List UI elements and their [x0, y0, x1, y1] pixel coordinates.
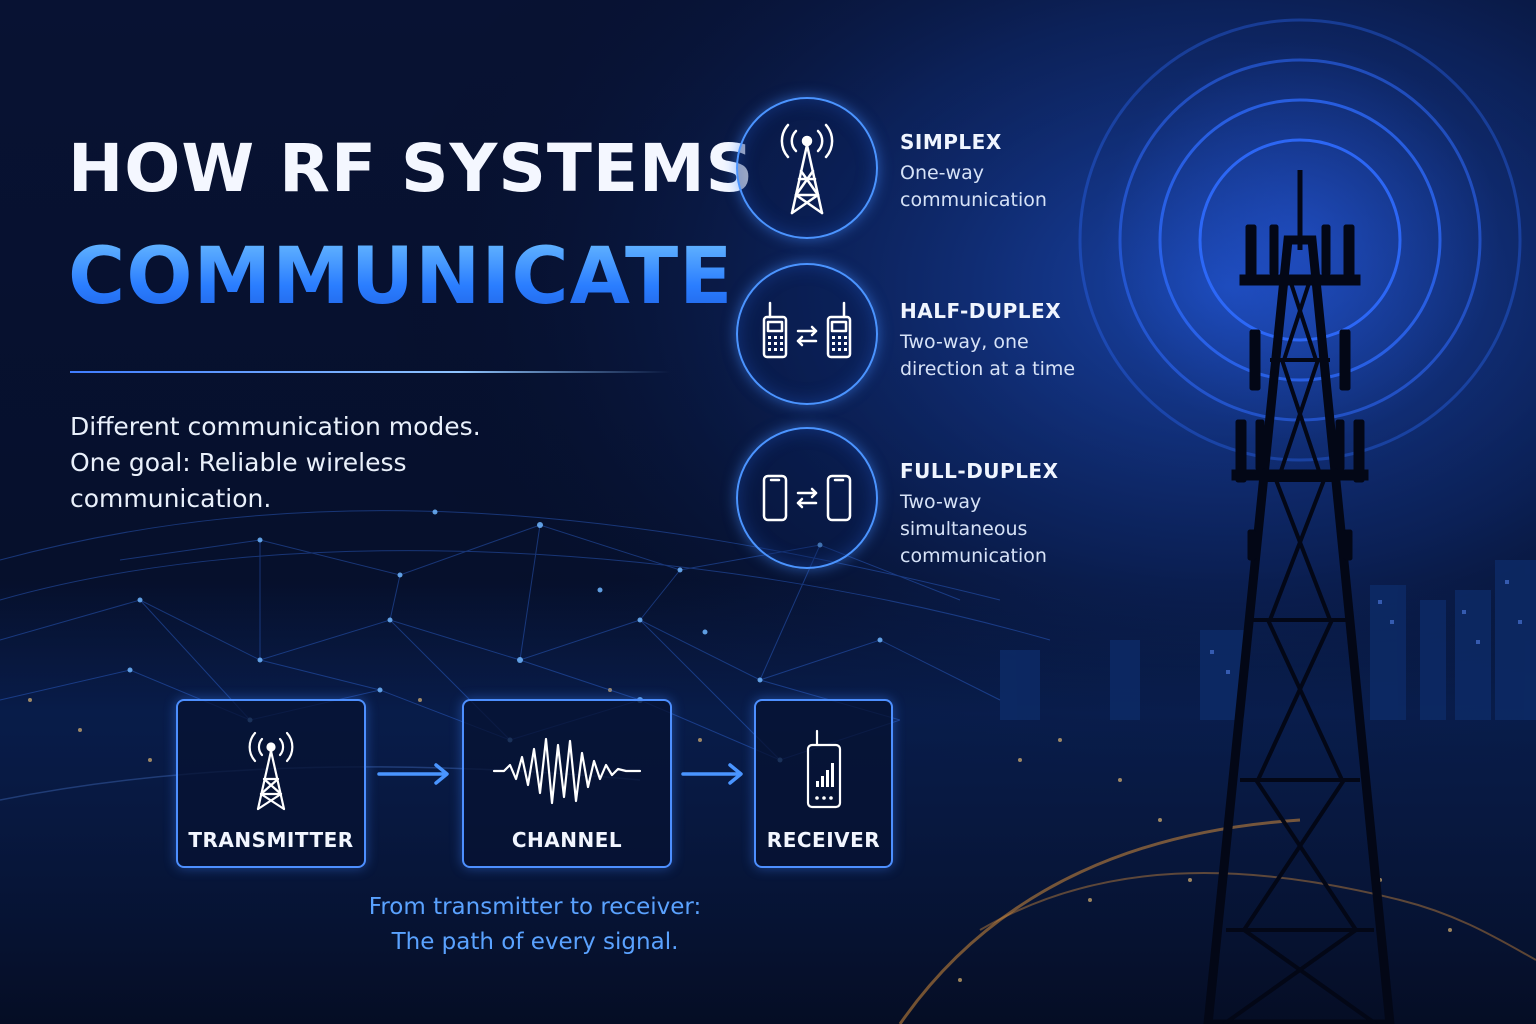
transmitter-tower-icon — [248, 731, 294, 811]
arrow-right-icon — [377, 763, 449, 785]
channel-label: CHANNEL — [511, 828, 623, 852]
caption-line-2: The path of every signal. — [391, 929, 679, 955]
arrow-right-icon — [681, 763, 743, 785]
intro-line-1: Different communication modes. — [70, 412, 481, 441]
channel-box: CHANNEL — [462, 699, 672, 868]
headline-line-2: COMMUNICATE — [68, 232, 734, 322]
simplex-badge — [736, 97, 878, 239]
mode-half-duplex-desc-2: direction at a time — [900, 358, 1076, 380]
receiver-device-icon — [806, 729, 842, 809]
headline-divider — [70, 371, 670, 373]
intro-line-3: communication. — [70, 484, 272, 513]
mode-full-duplex-desc-3: communication — [900, 545, 1047, 567]
mode-full-duplex-desc-1: Two-way — [900, 491, 982, 513]
mode-simplex-desc-2: communication — [900, 189, 1047, 211]
receiver-label: RECEIVER — [766, 828, 881, 852]
smartphone-exchange-icon — [762, 474, 852, 522]
receiver-box: RECEIVER — [754, 699, 893, 868]
headline-line-1: HOW RF SYSTEMS — [68, 130, 755, 207]
caption-line-1: From transmitter to receiver: — [368, 894, 702, 920]
mode-simplex-title: SIMPLEX — [900, 130, 1002, 154]
walkie-talkie-exchange-icon — [762, 301, 852, 359]
waveform-icon — [492, 737, 642, 805]
mode-half-duplex-desc-1: Two-way, one — [900, 331, 1029, 353]
mode-half-duplex-title: HALF-DUPLEX — [900, 299, 1062, 323]
half-duplex-badge — [736, 263, 878, 405]
mode-full-duplex-desc-2: simultaneous — [900, 518, 1028, 540]
mode-full-duplex-title: FULL-DUPLEX — [900, 459, 1059, 483]
mode-simplex-desc-1: One-way — [900, 162, 984, 184]
transmitter-label: TRANSMITTER — [188, 828, 354, 852]
intro-line-2: One goal: Reliable wireless — [70, 448, 407, 477]
full-duplex-badge — [736, 427, 878, 569]
transmitter-box: TRANSMITTER — [176, 699, 366, 868]
antenna-tower-icon — [780, 123, 834, 215]
